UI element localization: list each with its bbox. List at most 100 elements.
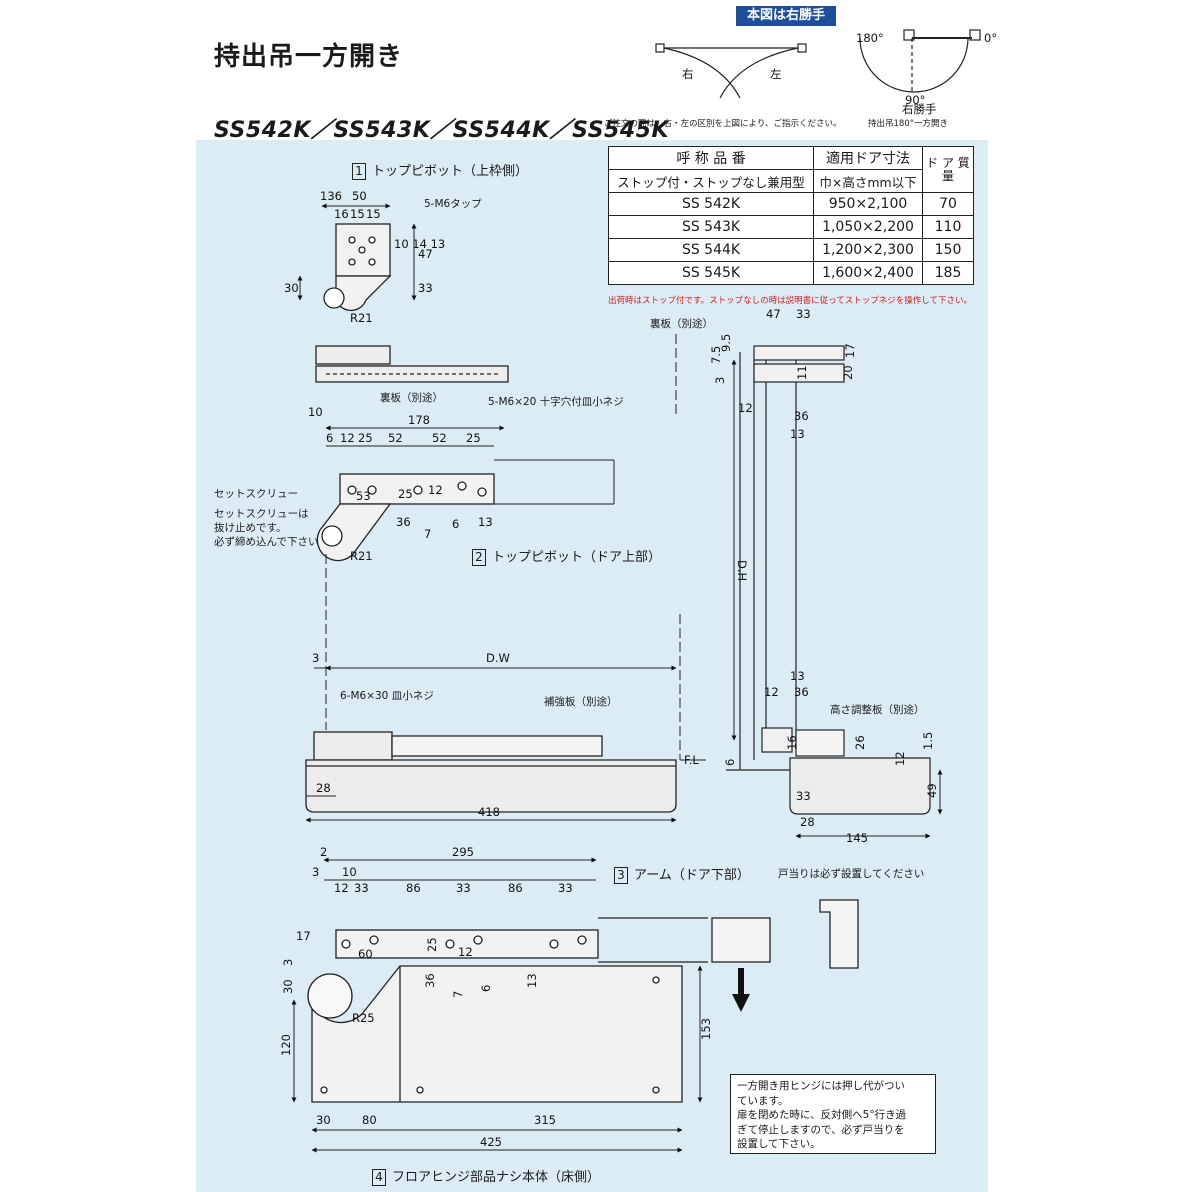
row-model: SS 542K (607, 192, 815, 216)
row-size: 1,600×2,400 (813, 261, 923, 285)
dim-b33b: 33 (456, 881, 471, 895)
dim-b7: 7 (451, 991, 465, 998)
set-note-3: 必ず締め込んで下さい。 (214, 536, 329, 548)
dim-25a: 25 (358, 431, 373, 445)
spec-table: 呼 称 品 番 適用ドア寸法 ド ア 質 量 ストップ付・ストップなし兼用型 巾… (607, 146, 974, 285)
section-3-text: アーム（ドア下部） (634, 868, 750, 883)
red-note: 出荷時はストップ付です。ストップなしの時は説明書に従ってストップネジを操作して下… (608, 296, 972, 306)
row-model: SS 543K (607, 215, 815, 239)
dim-b425: 425 (480, 1135, 502, 1149)
top-pivot-door-plate (316, 473, 495, 562)
dim-b315: 315 (534, 1113, 556, 1127)
dim-r9-5: 9.5 (719, 334, 733, 352)
spec-row: SS 544K 1,200×2,300 150 (607, 238, 974, 262)
note-box: 一方開き用ヒンジには押し代がつい ています。 扉を閉めた時に、反対側へ5°行き過… (730, 1074, 936, 1154)
dim-25c: 25 (398, 487, 413, 501)
down-arrow-icon (732, 968, 750, 1012)
dim-b12: 12 (334, 881, 349, 895)
dim-r1-5: 1.5 (921, 732, 935, 750)
dim-r28: 28 (800, 815, 815, 829)
dim-r33b: 33 (796, 789, 811, 803)
vertical-section-view (726, 345, 931, 815)
dim-b6: 6 (479, 985, 493, 992)
reinforce-label: 補強板（別途） (544, 696, 618, 708)
row-size: 950×2,100 (813, 192, 923, 216)
dim-b12b: 12 (458, 945, 473, 959)
dim-b86a: 86 (406, 881, 421, 895)
section-4-text: フロアヒンジ部品ナシ本体（床側） (392, 1170, 601, 1185)
dim-47: 47 (418, 247, 433, 261)
dim-b2: 2 (320, 845, 327, 859)
deg-180: 180° (856, 31, 884, 45)
order-note: ご注文の際は、右・左の区別を上図により、ご指示ください。 (604, 119, 842, 129)
dim-36: 36 (396, 515, 411, 529)
hand-diagram (655, 43, 807, 99)
dim-r47: 47 (766, 307, 781, 321)
swing-180-diagram (859, 29, 981, 93)
door-stopper (711, 899, 859, 969)
dim-15b: 15 (366, 207, 381, 221)
dim-r12: 12 (738, 401, 753, 415)
deg-0: 0° (984, 31, 997, 45)
section-2-number: 2 (472, 549, 486, 566)
dim-6b: 6 (452, 517, 459, 531)
section-1-number: 1 (352, 163, 366, 180)
dim-10-14-13: 10 14 13 (394, 237, 445, 251)
dim-418: 418 (478, 805, 500, 819)
hand-small: 右勝手 (902, 102, 937, 116)
section-4-number: 4 (372, 1169, 386, 1186)
top-pivot-frame-plan (323, 223, 392, 312)
note-line: 一方開き用ヒンジには押し代がつい (737, 1080, 905, 1092)
note-180: 持出吊180°一方開き (868, 119, 948, 129)
tap-label: 5-M6タップ (424, 198, 482, 210)
dim-r16: 16 (785, 735, 799, 750)
dim-br25: R25 (352, 1011, 375, 1025)
dim-b120: 120 (279, 1034, 293, 1056)
dim-b33a: 33 (354, 881, 369, 895)
dim-r20: 20 (841, 365, 855, 380)
dim-15a: 15 (350, 207, 365, 221)
dim-53: 53 (356, 489, 371, 503)
row-model: SS 545K (607, 261, 815, 285)
dim-10: 10 (308, 405, 323, 419)
dim-r12b: 12 (764, 685, 779, 699)
section-1-text: トップピボット（上枠側） (372, 164, 529, 179)
row-weight: 150 (922, 238, 974, 262)
dim-b36: 36 (423, 973, 437, 988)
dim-r26: 26 (853, 735, 867, 750)
dim-16: 16 (334, 207, 349, 221)
dim-33: 33 (418, 281, 433, 295)
dim-b80: 80 (362, 1113, 377, 1127)
dim-r145: 145 (846, 831, 868, 845)
dim-dw: D.W (486, 651, 510, 665)
dim-6: 6 (326, 431, 333, 445)
section-2-text: トップピボット（ドア上部） (492, 550, 662, 565)
dim-r17: 17 (843, 343, 857, 358)
dim-50: 50 (352, 189, 367, 203)
dim-30: 30 (284, 281, 299, 295)
floor-hinge-body-plan (307, 965, 683, 1103)
dim-b33c: 33 (558, 881, 573, 895)
model-numbers: SS542K／SS543K／SS544K／SS545K (214, 118, 670, 143)
dim-r3: 3 (713, 377, 727, 384)
dim-28: 28 (316, 781, 331, 795)
dim-r12c: 12 (893, 751, 907, 766)
dim-b30b: 30 (316, 1113, 331, 1127)
row-weight: 110 (922, 215, 974, 239)
dim-52a: 52 (388, 431, 403, 445)
page-title: 持出吊一方開き (214, 42, 404, 72)
section-4-label: 4 フロアヒンジ部品ナシ本体（床側） (372, 1166, 600, 1186)
dim-178: 178 (408, 413, 430, 427)
dim-3: 3 (312, 651, 319, 665)
dim-136: 136 (320, 189, 342, 203)
right-hand-badge: 本図は右勝手 (736, 6, 836, 26)
note-line: ぎて停止しますので、必ず戸当りを (737, 1123, 905, 1136)
arm-plan (335, 917, 708, 963)
backplate-label: 裏板（別途） (380, 392, 443, 404)
screw-label: 5-M6×20 十字穴付皿小ネジ (488, 396, 624, 408)
screw2-label: 6-M6×30 皿小ネジ (340, 690, 434, 702)
spec-subheader-row: ストップ付・ストップなし兼用型 巾×高さmm以下 (607, 169, 974, 193)
dim-r13b: 13 (790, 669, 805, 683)
dim-b25: 25 (425, 937, 439, 952)
